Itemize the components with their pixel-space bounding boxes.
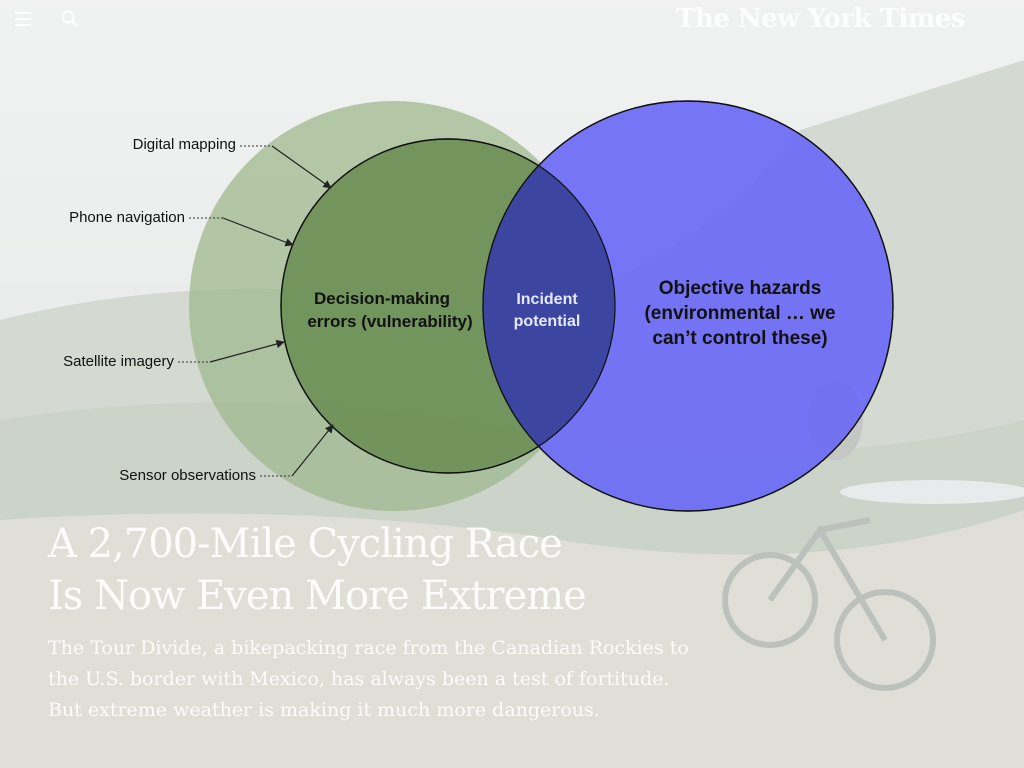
input-label: Digital mapping: [133, 136, 236, 153]
input-label: Phone navigation: [69, 209, 185, 226]
svg-text:Incident: Incident: [516, 291, 578, 308]
left-circle-label: Decision-making errors (vulnerability): [307, 289, 472, 331]
input-phone-navigation: Phone navigation: [69, 209, 294, 247]
input-sensor-observations: Sensor observations: [119, 424, 334, 484]
menu-icon[interactable]: [14, 10, 34, 28]
svg-text:Decision-making: Decision-making: [314, 289, 450, 308]
input-digital-mapping: Digital mapping: [133, 136, 332, 189]
overlap-label: Incident potential: [514, 291, 581, 330]
svg-text:Objective hazards: Objective hazards: [659, 278, 822, 299]
input-label: Sensor observations: [119, 467, 256, 484]
svg-text:can’t control these): can’t control these): [652, 328, 827, 349]
article-summary: The Tour Divide, a bikepacking race from…: [48, 637, 689, 721]
svg-text:errors (vulnerability): errors (vulnerability): [307, 312, 472, 331]
article-headline[interactable]: A 2,700-Mile Cycling Race Is Now Even Mo…: [48, 518, 688, 622]
headline-line: A 2,700-Mile Cycling Race: [48, 521, 563, 567]
svg-text:potential: potential: [514, 313, 581, 330]
right-circle-label: Objective hazards (environmental … we ca…: [644, 278, 835, 349]
headline-line: Is Now Even More Extreme: [48, 573, 587, 619]
top-bar: The New York Times: [0, 0, 1024, 40]
input-label: Satellite imagery: [63, 353, 174, 370]
search-icon[interactable]: [60, 9, 80, 29]
svg-text:(environmental … we: (environmental … we: [644, 303, 835, 324]
input-satellite-imagery: Satellite imagery: [63, 339, 285, 370]
